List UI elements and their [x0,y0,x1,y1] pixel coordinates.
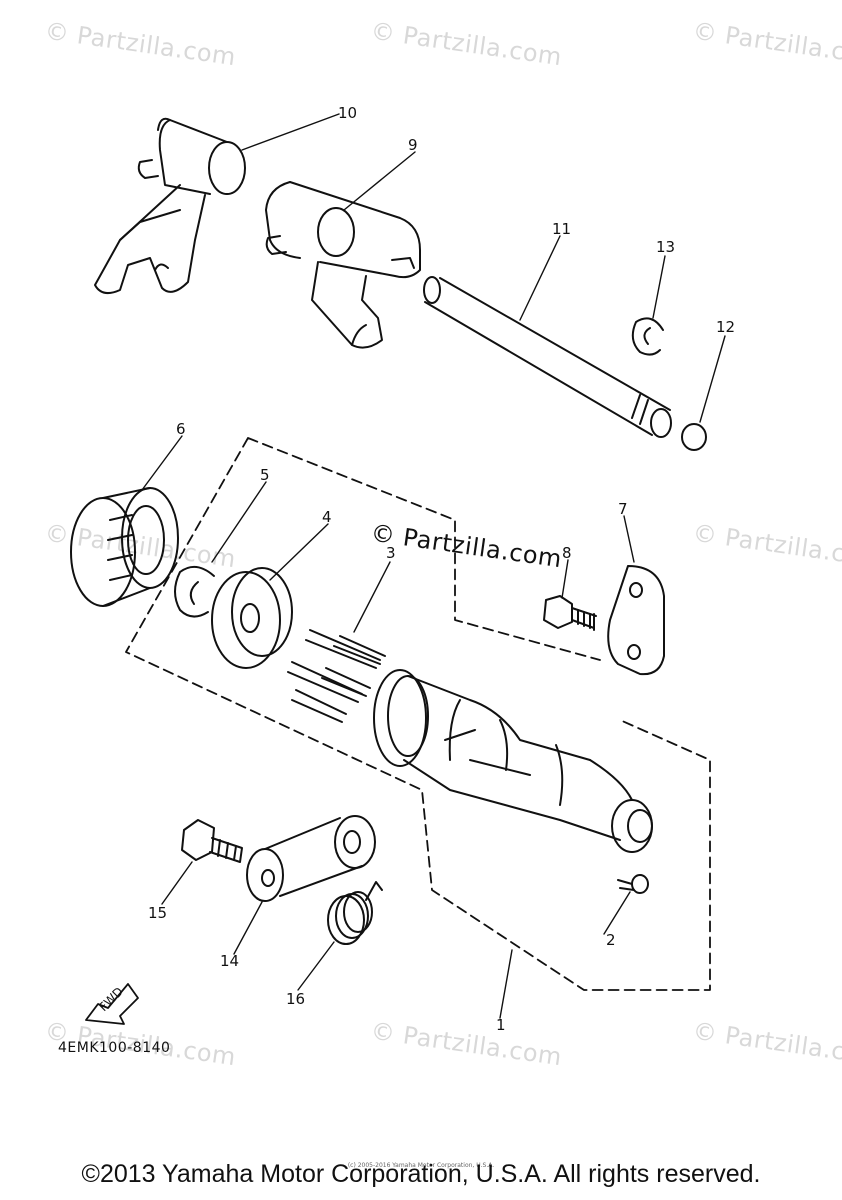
part-4-washer [211,567,293,669]
fwd-label: FWD [96,984,126,1014]
part-16-spring [327,881,383,945]
callout-13: 13 [656,238,675,256]
callout-11: 11 [552,220,571,238]
part-9-shift-fork [265,181,421,349]
part-8-bolt [543,595,597,631]
copyright-notice: ©2013 Yamaha Motor Corporation, U.S.A. A… [81,1160,761,1188]
part-13-circlip [631,317,664,356]
part-11-guide-bar [423,276,672,438]
callout-1: 1 [496,1016,506,1034]
callout-15: 15 [148,904,167,922]
part-15-bolt [181,819,243,863]
callout-16: 16 [286,990,305,1008]
part-12-o-ring [681,423,707,451]
callout-6: 6 [176,420,186,438]
part-1-shift-cam [373,669,653,853]
part-6-bearing [70,487,179,607]
callout-5: 5 [260,466,270,484]
part-14-lever [246,815,376,902]
part-10-shift-fork [94,117,246,295]
part-2-pin [617,874,649,894]
callout-10: 10 [338,104,357,122]
part-7-stopper-plate [607,565,665,676]
leader-lines [141,113,726,1019]
callout-12: 12 [716,318,735,336]
callout-14: 14 [220,952,239,970]
fwd-arrow-icon: FWD [85,983,139,1025]
callout-4: 4 [322,508,332,526]
callout-7: 7 [618,500,628,518]
diagram-code: 4EMK100-8140 [58,1040,171,1056]
callout-2: 2 [606,931,616,949]
small-notice: (c) 2005-2016 Yamaha Motor Corporation, … [347,1162,495,1169]
part-3-pins [287,629,386,723]
assembly-outline [125,437,711,991]
callout-3: 3 [386,544,396,562]
part-5-circlip [174,565,215,618]
callout-8: 8 [562,544,572,562]
callout-9: 9 [408,136,418,154]
